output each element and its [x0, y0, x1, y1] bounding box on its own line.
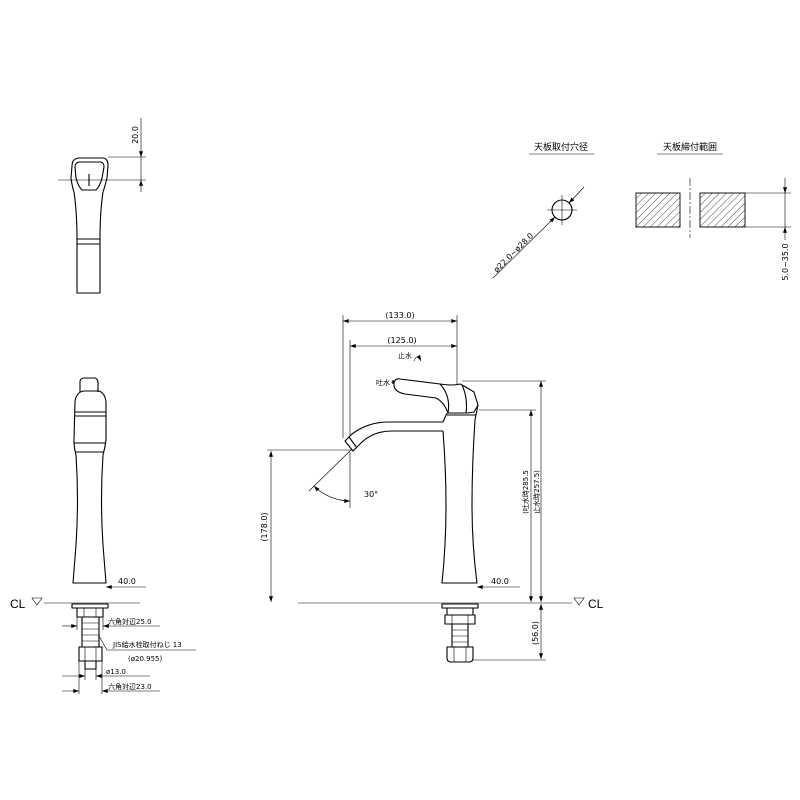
faucet-body [441, 404, 479, 584]
top-view: 20.0 [58, 118, 146, 294]
hex-nut-lower [446, 646, 474, 663]
thread-spec-label: JIS給水栓取付ねじ 13 [112, 640, 182, 649]
side-base-diameter-label: 40.0 [118, 577, 136, 586]
base-plate [71, 603, 109, 609]
centerline-label: CL [10, 597, 26, 611]
centerline-triangle-icon [31, 597, 43, 606]
height-stop-label: 止水時257.5) [532, 470, 541, 514]
lever-handle-edge [461, 384, 468, 414]
hex-nut-upper [444, 614, 476, 625]
hex-nut-lower [78, 646, 103, 662]
front-base-diameter-label: 40.0 [491, 577, 509, 586]
overall-reach-label: (133.0) [385, 311, 414, 320]
hex-nut-upper-label: 六角対辺25.0 [108, 617, 152, 626]
spout-tip-edge [348, 436, 358, 449]
lever-handle [393, 378, 479, 414]
lever-discharge-label: 吐水 [376, 378, 390, 387]
below-counter-label: (56.0) [531, 621, 540, 645]
hole-diameter-label: ø22.0~ø28.0 [492, 231, 535, 274]
washer [446, 607, 474, 616]
side-view-body [72, 390, 107, 584]
mounting-hole-title: 天板取付穴径 [534, 141, 588, 153]
height-discharge-label: (吐水時285.5 [521, 470, 530, 514]
countertop-section-right [699, 192, 746, 228]
centerline-triangle-icon [573, 597, 585, 606]
threaded-shank [451, 623, 469, 648]
lever-stop-arrow-icon [413, 354, 422, 362]
clamp-range-title: 天板締付範囲 [663, 141, 717, 153]
dimension-line [568, 186, 585, 204]
clamp-thickness-label: 5.0~35.0 [781, 243, 790, 280]
centerline-label: CL [588, 597, 604, 611]
dim-height-label: 20.0 [131, 126, 140, 144]
lever-stop-label: 止水 [398, 351, 412, 360]
thread-diameter-label: (ø20.955) [128, 655, 163, 663]
threaded-shank [81, 616, 100, 648]
angle-arc [313, 485, 351, 503]
hex-nut-upper [76, 607, 104, 618]
side-view-cap [79, 377, 99, 392]
side-view: 40.0 CL 六角対辺25.0 JIS給水栓取付ねじ 13 (ø20.955)… [10, 377, 196, 694]
mounting-hole-detail: 天板取付穴径 ø22.0~ø28.0 [492, 141, 594, 279]
thread-lines [82, 622, 99, 642]
spout-reach-label: (125.0) [387, 336, 416, 345]
spout-angle-label: 30° [364, 490, 378, 499]
top-view-lever-inner [74, 161, 105, 191]
angle-reference-line [308, 448, 353, 492]
top-view-outline [70, 157, 109, 294]
clamp-range-detail: 天板締付範囲 5.0~35.0 [635, 141, 791, 281]
lever-handle-edge [439, 383, 450, 414]
spout [344, 421, 443, 452]
spout-height-label: (178.0) [260, 512, 269, 541]
leader-line [98, 635, 108, 651]
base-plate [441, 603, 479, 609]
hex-nut-lower-label: 六角対辺23.0 [108, 682, 152, 691]
supply-pipe [84, 660, 97, 670]
thread-lines [452, 629, 468, 643]
front-view: (133.0) (125.0) 止水 吐水 (178.0) 30° (吐水時2 [260, 311, 604, 663]
dimension-line [492, 216, 556, 279]
pipe-diameter-label: ø13.0 [106, 668, 126, 676]
countertop-section-left [635, 192, 681, 228]
